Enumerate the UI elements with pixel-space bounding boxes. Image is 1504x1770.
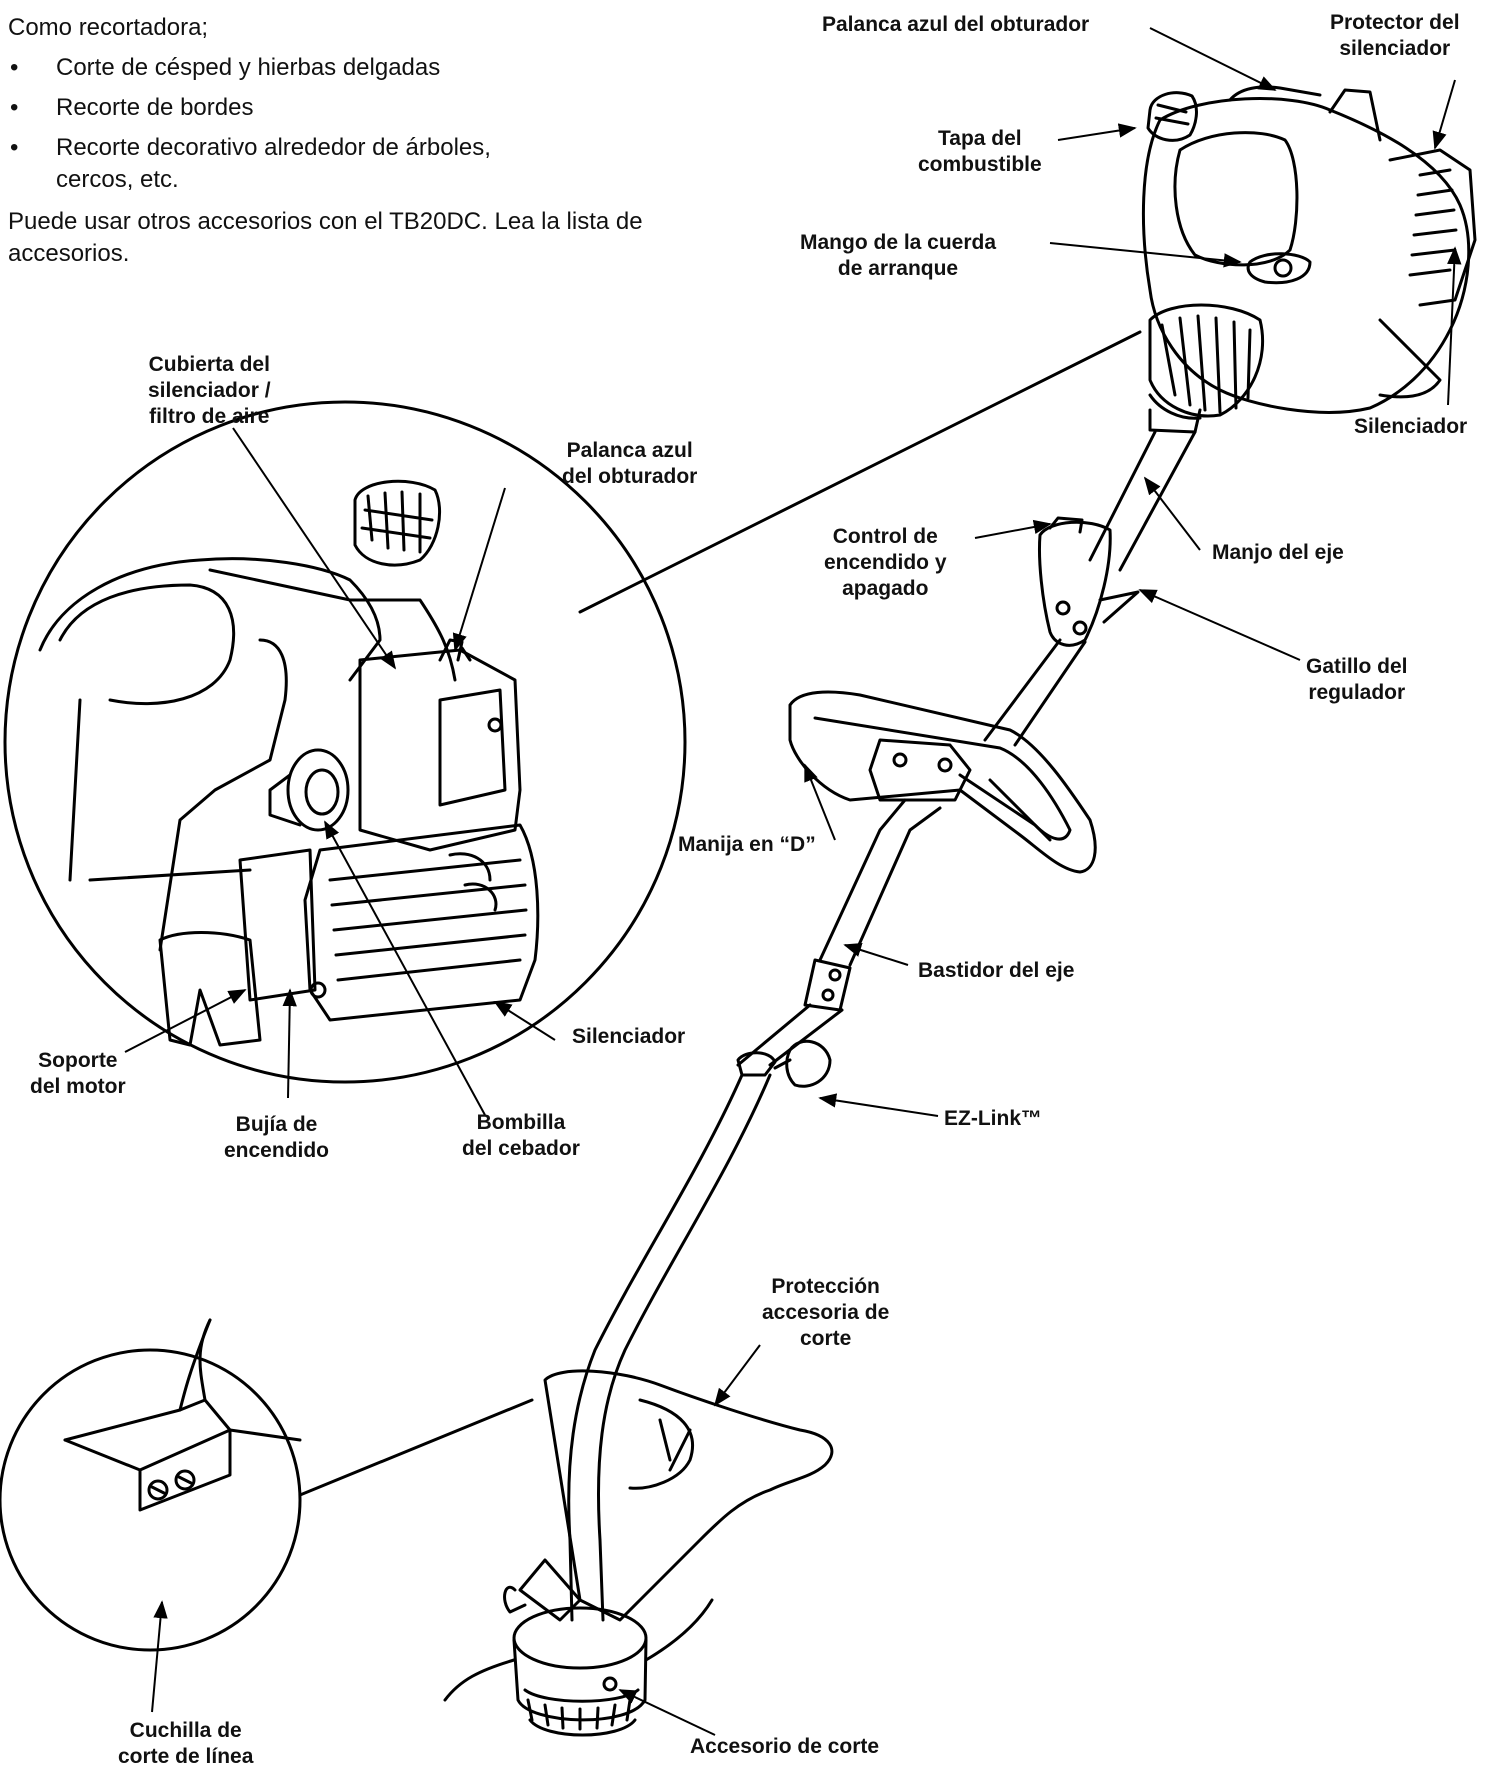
label-bastidor-del-eje: Bastidor del eje xyxy=(918,959,1075,982)
leader-tapa xyxy=(1057,123,1137,141)
list-item: Recorte de bordes xyxy=(8,92,728,124)
label-manjo-del-eje: Manjo del eje xyxy=(1212,541,1344,564)
label-cuchilla-de-corte-de-linea: Cuchilla de corte de línea xyxy=(118,1719,254,1768)
label-bujia-de-encendido: Bujía de encendido xyxy=(224,1113,330,1162)
label-cubierta-del-silenciador: Cubierta del silenciador / filtro de air… xyxy=(148,353,271,428)
leader-palanca-top xyxy=(1149,27,1277,91)
label-gatillo-del-regulador: Gatillo del regulador xyxy=(1306,655,1408,704)
leader-accesorio xyxy=(618,1689,716,1736)
label-silenciador-right: Silenciador xyxy=(1354,415,1468,438)
engine-inset xyxy=(3,330,1142,1084)
leader-bastidor xyxy=(843,943,909,966)
label-soporte-del-motor: Soporte del motor xyxy=(30,1049,126,1098)
leader-manjo xyxy=(1143,476,1201,551)
leader-proteccion xyxy=(713,1344,761,1407)
label-control-de-encendido: Control de encendido y apagado xyxy=(824,525,947,600)
label-proteccion-accesoria-de-corte: Protección accesoria de corte xyxy=(762,1275,890,1350)
label-bombilla-del-cebador: Bombilla del cebador xyxy=(462,1111,580,1160)
list-item: Recorte decorativo alrededor de árboles,… xyxy=(8,132,728,196)
trimmer-shaft xyxy=(567,408,1202,1622)
guard-and-head xyxy=(443,1369,834,1737)
label-manija-en-d: Manija en “D” xyxy=(678,833,816,856)
label-ez-link: EZ-Link™ xyxy=(944,1107,1042,1130)
leader-gatillo xyxy=(1138,589,1301,661)
leader-manija xyxy=(804,763,836,841)
leader-silenciador-inset xyxy=(493,1001,556,1041)
leader-bombilla xyxy=(324,820,486,1116)
label-tapa-del-combustible: Tapa del combustible xyxy=(918,127,1042,176)
label-accesorio-de-corte: Accesorio de corte xyxy=(690,1735,880,1758)
label-silenciador-inset: Silenciador xyxy=(572,1025,686,1048)
intro-bullet-list: Corte de césped y hierbas delgadas Recor… xyxy=(8,52,728,196)
label-mango-de-la-cuerda: Mango de la cuerda de arranque xyxy=(800,231,997,280)
leader-bujia xyxy=(282,988,297,1099)
leader-protector xyxy=(1432,79,1456,150)
intro-text: Como recortadora; Corte de césped y hier… xyxy=(8,12,728,278)
engine-illustration xyxy=(1141,85,1477,420)
leader-ezlink xyxy=(818,1093,939,1117)
leader-control xyxy=(974,519,1052,539)
leader-palanca-inset xyxy=(452,487,506,652)
intro-note: Puede usar otros accesorios con el TB20D… xyxy=(8,208,643,267)
leader-silenciador-right xyxy=(1447,246,1462,406)
intro-lead: Como recortadora; xyxy=(8,14,209,41)
label-palanca-azul-obturador-top: Palanca azul del obturador xyxy=(822,13,1090,36)
leader-cuchilla xyxy=(151,1600,168,1713)
label-protector-del-silenciador: Protector del silenciador xyxy=(1330,11,1460,60)
list-item: Corte de césped y hierbas delgadas xyxy=(8,52,728,84)
leader-soporte xyxy=(124,989,247,1053)
leader-mango xyxy=(1049,242,1242,268)
cutter-inset xyxy=(0,1318,534,1652)
label-palanca-azul-obturador-inset: Palanca azul del obturador xyxy=(562,439,698,488)
leader-cubierta xyxy=(232,427,397,670)
